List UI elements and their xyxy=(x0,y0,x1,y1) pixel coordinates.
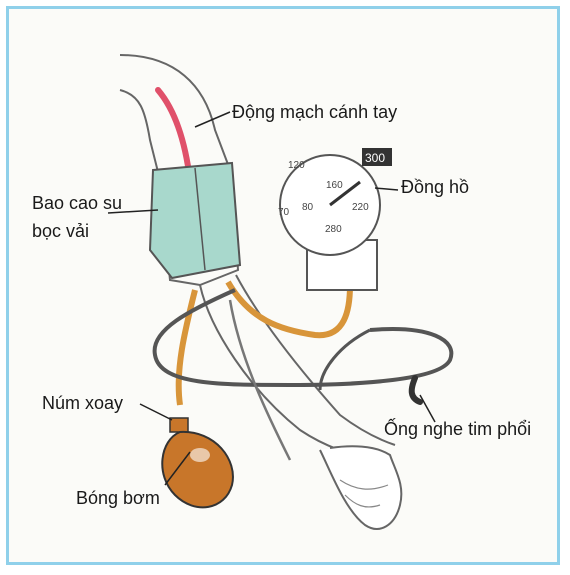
gauge-mark-120: 120 xyxy=(288,160,305,171)
label-cuff-line2: bọc vải xyxy=(32,220,89,242)
bulb xyxy=(162,432,233,507)
label-stethoscope: Ống nghe tim phổi xyxy=(384,418,531,440)
gauge-mark-70: 70 xyxy=(278,207,290,218)
gauge-mark-80: 80 xyxy=(302,202,314,213)
label-artery: Động mạch cánh tay xyxy=(232,101,397,123)
cuff xyxy=(150,163,240,278)
gauge-mark-220: 220 xyxy=(352,202,369,213)
gauge-mark-280: 280 xyxy=(325,224,342,235)
hand-outline xyxy=(320,446,401,529)
label-valve: Núm xoay xyxy=(42,392,123,414)
bulb-tube xyxy=(179,290,195,405)
gauge-mark-top: 300 xyxy=(365,151,385,165)
label-bulb: Bóng bơm xyxy=(76,487,160,509)
leader-artery xyxy=(195,112,230,127)
label-gauge: Đồng hồ xyxy=(401,176,469,198)
gauge-mark-160: 160 xyxy=(326,180,343,191)
label-cuff-line1: Bao cao su xyxy=(32,192,122,214)
valve-knob xyxy=(170,418,188,432)
leader-valve xyxy=(140,404,172,420)
